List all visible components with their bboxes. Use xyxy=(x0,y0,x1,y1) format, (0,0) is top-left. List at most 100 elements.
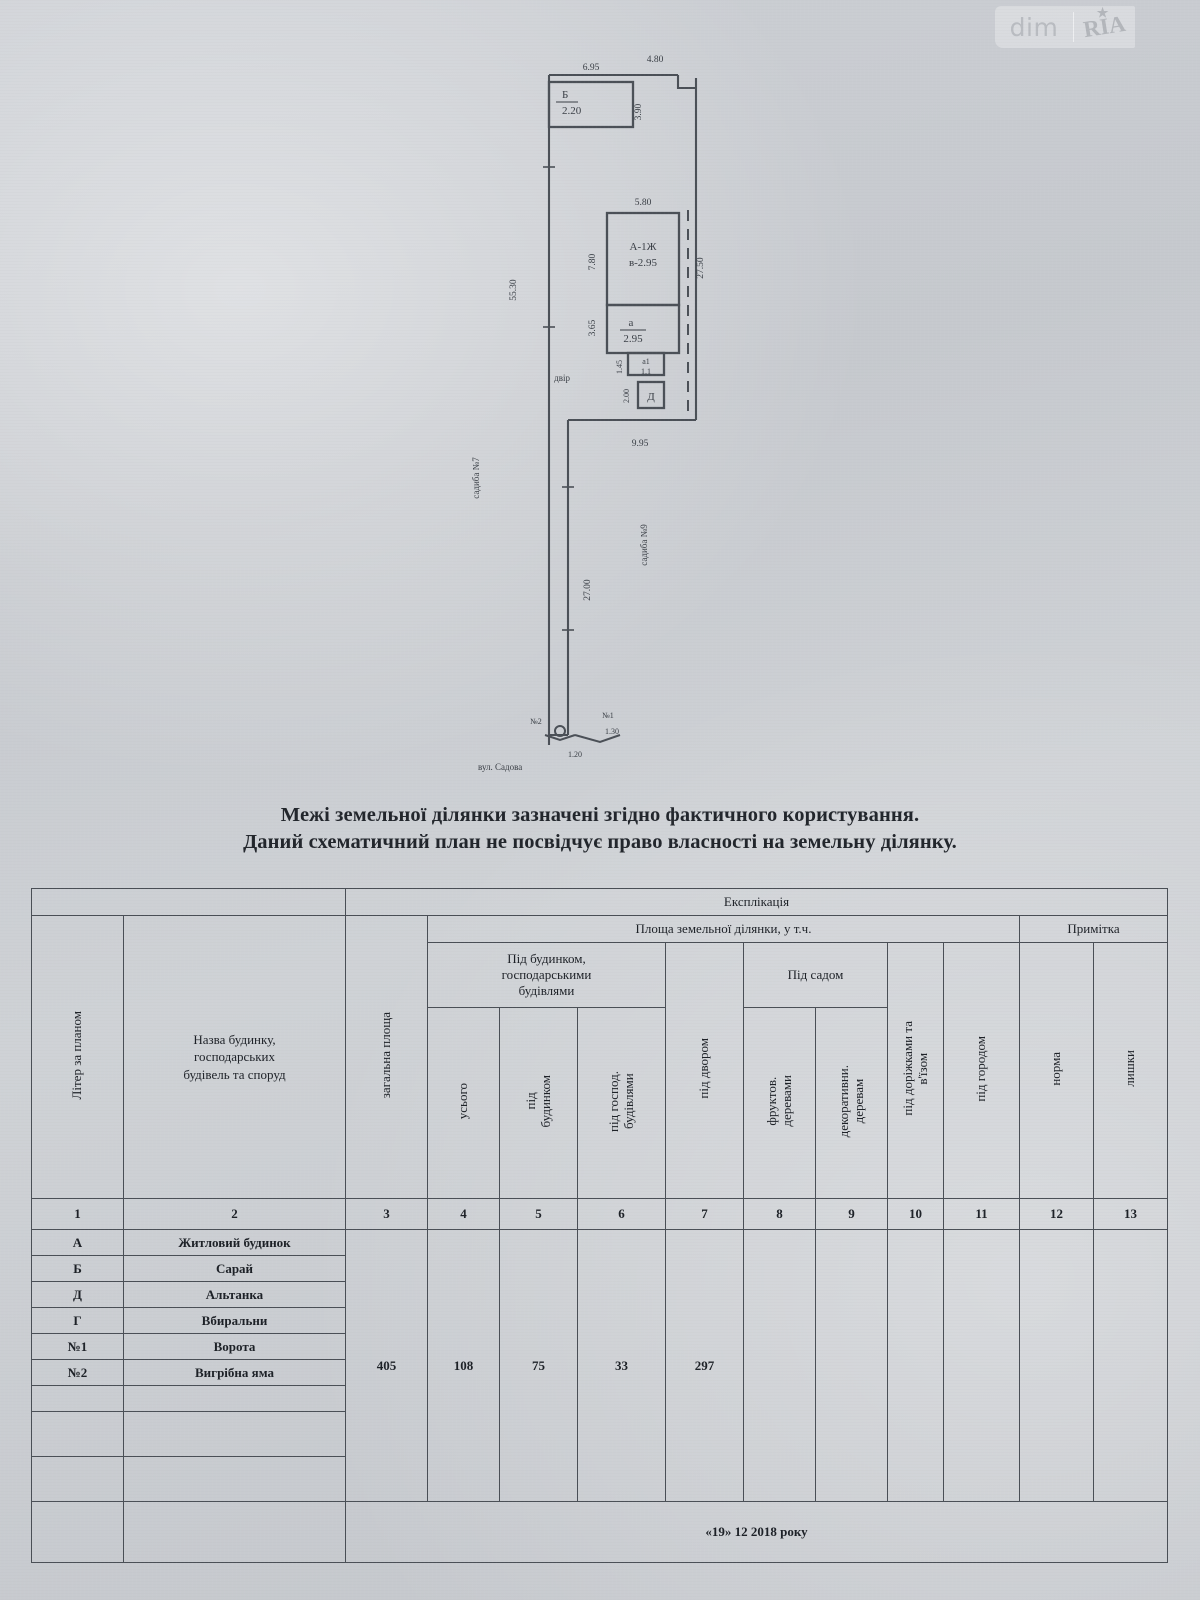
value-under-yard: 297 xyxy=(665,1229,744,1502)
table-title: Експлікація xyxy=(344,888,1169,916)
table-column-number-row: 1 2 3 4 5 6 7 8 9 10 11 12 13 xyxy=(31,1198,1169,1230)
value-all: 108 xyxy=(427,1229,500,1502)
dim-house-height: 7.80 xyxy=(588,253,598,270)
table-row: Д Альтанка xyxy=(31,1281,1168,1308)
row-letter: А xyxy=(31,1229,124,1256)
colnum-13: 13 xyxy=(1092,1198,1169,1230)
row-letter-empty xyxy=(31,1411,124,1457)
header-group-under-garden: Під садом xyxy=(743,942,888,1008)
building-annex-a-small xyxy=(605,303,681,355)
table-group-row-1: Літер за планом Назва будинку, господарс… xyxy=(31,915,1169,1199)
colnum-10: 10 xyxy=(887,1198,944,1230)
building-area-b: 2.20 xyxy=(562,105,582,117)
value-norm xyxy=(1019,1229,1094,1502)
colnum-11: 11 xyxy=(943,1198,1020,1230)
row-name: Ворота xyxy=(123,1333,346,1360)
header-norm: норма xyxy=(1019,942,1094,1199)
table-group-row-2: Під будинком, господарськими будівлями п… xyxy=(32,942,1169,1199)
dim-ria-watermark: dim ★ RIA xyxy=(995,5,1135,48)
dim-top-right-height: 3.90 xyxy=(634,103,644,120)
value-fruit-trees xyxy=(743,1229,816,1502)
title-blank-left xyxy=(31,888,346,916)
value-under-house: 75 xyxy=(499,1229,578,1502)
dim-left-long: 55.30 xyxy=(509,279,519,301)
building-label-d: Д xyxy=(647,391,655,403)
row-name: Житловий будинок xyxy=(123,1229,346,1256)
colnum-6: 6 xyxy=(577,1198,666,1230)
plan-captions: Межі земельної ділянки зазначені згідно … xyxy=(0,802,1200,857)
value-paths-lawn xyxy=(887,1229,944,1502)
plan-date: «19» 12 2018 року xyxy=(344,1501,1169,1563)
label-yard: двір xyxy=(554,373,570,383)
header-group-note: Примітка xyxy=(1018,915,1169,943)
row-name: Вбиральни xyxy=(123,1307,346,1334)
dim-left-lower: 27.00 xyxy=(583,579,593,601)
colnum-5: 5 xyxy=(499,1198,578,1230)
header-letter-by-plan: Літер за планом xyxy=(31,915,124,1199)
header-total-area: загальна площа xyxy=(345,915,428,1199)
caption-line-1: Межі земельної ділянки зазначені згідно … xyxy=(280,804,920,826)
header-under-house: під будинком xyxy=(499,1007,578,1199)
colnum-4: 4 xyxy=(427,1198,500,1230)
row-letter: Д xyxy=(31,1281,124,1308)
table-row: №2 Вигрібна яма xyxy=(31,1359,1168,1386)
building-shed-b xyxy=(547,80,635,129)
row-name: Альтанка xyxy=(123,1281,346,1308)
explication-table: Експлікація Літер за планом Назва будинк… xyxy=(31,888,1169,1563)
value-total-area: 405 xyxy=(345,1229,428,1502)
table-date-row: «19» 12 2018 року xyxy=(31,1501,1169,1563)
table-row: Г Вбиральни xyxy=(31,1307,1168,1334)
label-street: вул. Садова xyxy=(478,762,522,772)
dim-small-height: 1.45 xyxy=(615,360,624,374)
header-garden: під городом xyxy=(943,942,1020,1199)
table-row: №1 Ворота xyxy=(31,1333,1168,1360)
colnum-2: 2 xyxy=(123,1198,346,1230)
value-extra xyxy=(1092,1229,1169,1502)
marker-gate-1: №1 xyxy=(602,711,614,720)
dim-right-long: 27.50 xyxy=(696,257,706,279)
site-plan-drawing: 6.95 4.80 3.90 Б 2.20 5.80 7.80 3.65 1.4… xyxy=(471,55,706,772)
table-row-empty xyxy=(31,1456,1168,1502)
date-row-letter-blank xyxy=(31,1501,124,1563)
header-decor-trees: декоративни. деревам xyxy=(815,1007,888,1199)
row-name: Сарай xyxy=(123,1255,346,1282)
building-label-a1: а1 xyxy=(642,357,650,366)
building-annex-a1 xyxy=(626,351,666,377)
marker-gate-2: №2 xyxy=(530,717,542,726)
dim-top-shed-width: 6.95 xyxy=(583,63,600,73)
label-neighbor-plot-7: садиба №7 xyxy=(471,457,481,499)
building-gazebo-d xyxy=(636,380,666,410)
row-name-empty xyxy=(123,1411,346,1457)
watermark-dim-text: dim xyxy=(1009,12,1059,42)
label-neighbor-plot-9: садиба №9 xyxy=(639,524,649,566)
header-extra: лишки xyxy=(1092,942,1169,1199)
value-under-outbuildings: 33 xyxy=(577,1229,666,1502)
row-letter: №2 xyxy=(31,1359,124,1386)
dim-annex-height: 3.65 xyxy=(588,319,598,336)
header-fruit-trees: фруктов. деревами xyxy=(743,1007,816,1199)
table-row: А Житловий будинок 405 108 75 33 297 xyxy=(31,1229,1169,1502)
header-under-outbuildings: під господ. будівлями xyxy=(577,1007,666,1199)
colnum-8: 8 xyxy=(743,1198,816,1230)
row-name-empty xyxy=(123,1385,346,1412)
colnum-1: 1 xyxy=(31,1198,124,1230)
caption-line-2: Даний схематичний план не посвідчує прав… xyxy=(243,831,957,854)
building-label-a: А-1Ж xyxy=(630,241,657,253)
building-area-a: в-2.95 xyxy=(629,257,658,269)
row-letter-empty xyxy=(31,1456,124,1502)
row-name: Вигрібна яма xyxy=(123,1359,346,1386)
dim-top-right-width: 4.80 xyxy=(647,55,664,65)
building-label-a-lower: а xyxy=(629,317,634,329)
dim-gate2-width: 1.20 xyxy=(568,750,582,759)
row-letter: Г xyxy=(31,1307,124,1334)
building-label-b: Б xyxy=(562,89,568,101)
colnum-12: 12 xyxy=(1019,1198,1094,1230)
date-row-name-blank xyxy=(123,1501,346,1563)
building-area-a1: 1.1 xyxy=(641,367,651,376)
row-letter-empty xyxy=(31,1385,124,1412)
watermark-separator xyxy=(1073,12,1074,42)
table-row-empty xyxy=(31,1411,1168,1457)
colnum-7: 7 xyxy=(665,1198,744,1230)
header-building-name: Назва будинку, господарських будівель та… xyxy=(123,915,346,1199)
table-row: Б Сарай xyxy=(31,1255,1168,1282)
